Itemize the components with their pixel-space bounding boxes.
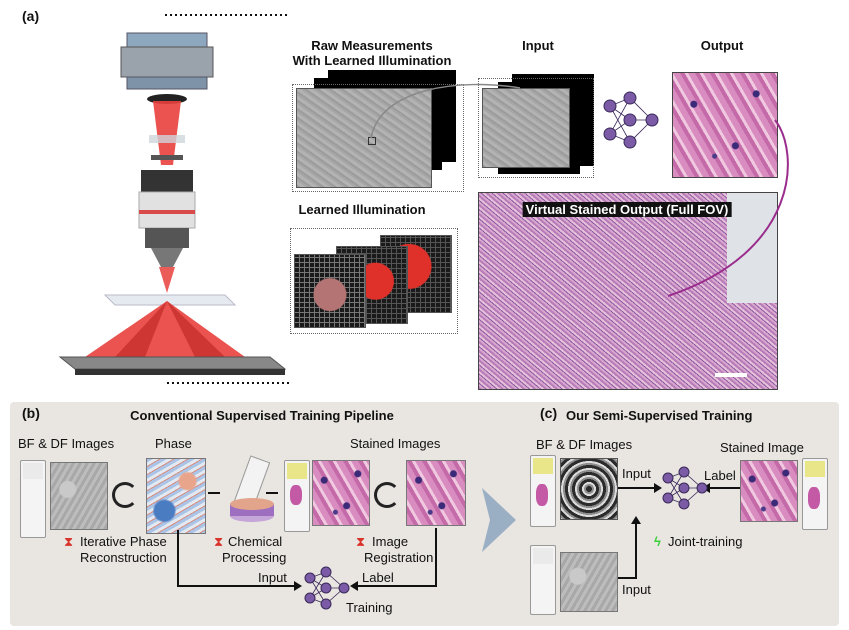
input-label-c2: Input xyxy=(622,582,651,597)
lightning-icon: ϟ xyxy=(654,534,661,549)
stained-images-label: Stained Images xyxy=(350,436,441,451)
bf-df-label-b: BF & DF Images xyxy=(18,436,115,451)
stained-image-c xyxy=(740,460,798,522)
panel-c-label: (c) xyxy=(540,405,558,421)
panel-a-label: (a) xyxy=(22,8,40,24)
iterative-label-line2: Reconstruction xyxy=(80,550,167,565)
dotted-connector-top xyxy=(165,14,290,16)
slide-stained-b xyxy=(284,460,310,532)
hourglass-icon-2: ⧗ xyxy=(214,534,224,549)
input-label-b: Input xyxy=(258,570,287,585)
full-fov-title: Virtual Stained Output (Full FOV) xyxy=(522,202,732,217)
neural-network-icon xyxy=(603,91,659,149)
microscope-illustration xyxy=(58,14,290,384)
phase-label: Phase xyxy=(155,436,192,451)
bf-image-b xyxy=(50,462,108,530)
hourglass-icon-3: ⧗ xyxy=(356,534,366,549)
input-title: Input xyxy=(522,38,554,53)
slide-bf-b xyxy=(20,460,46,538)
raw-title-line1: Raw Measurements xyxy=(311,38,433,53)
stained-image-b1 xyxy=(312,460,370,526)
arrow-chem-stained xyxy=(266,492,278,494)
illum-title: Learned Illumination xyxy=(298,202,426,217)
phase-image xyxy=(146,458,206,534)
bf-image-c2 xyxy=(560,552,618,612)
transition-arrow xyxy=(482,488,516,552)
label-label-c: Label xyxy=(704,468,736,483)
stained-image-b2 xyxy=(406,460,466,526)
gear-cycle-icon xyxy=(112,482,138,508)
chemical-label-line2: Processing xyxy=(222,550,287,565)
bf-df-image-c xyxy=(560,458,618,520)
hourglass-icon: ⧗ xyxy=(64,534,74,549)
output-image xyxy=(672,72,778,178)
slide-stained-c xyxy=(530,455,556,527)
scale-bar xyxy=(715,373,747,377)
joint-training-flow xyxy=(618,466,742,579)
registration-label-line1: Image xyxy=(372,534,409,549)
slide-stained-c2 xyxy=(802,458,828,530)
joint-training-label: Joint-training xyxy=(668,534,743,549)
zoom-connector xyxy=(370,83,521,139)
input-label-c1: Input xyxy=(622,466,651,481)
registration-label-line2: Registration xyxy=(364,550,434,565)
chemical-processing-illustration xyxy=(230,455,274,522)
bf-df-label-c: BF & DF Images xyxy=(536,437,633,452)
full-fov-image xyxy=(478,192,778,390)
training-flow-lines xyxy=(177,528,437,610)
arrow-phase-chem xyxy=(208,492,220,494)
stained-image-label-c: Stained Image xyxy=(720,440,804,455)
panel-c-title: Our Semi-Supervised Training xyxy=(566,408,753,423)
label-label-b: Label xyxy=(362,570,394,585)
panel-b-title: Conventional Supervised Training Pipelin… xyxy=(130,408,394,423)
raw-title-line2: With Learned Illumination xyxy=(292,53,452,68)
gear-cycle-icon-2 xyxy=(374,482,400,508)
iterative-label-line1: Iterative Phase xyxy=(80,534,167,549)
output-title: Output xyxy=(700,38,744,53)
panel-b-label: (b) xyxy=(22,405,40,421)
chemical-label-line1: Chemical xyxy=(228,534,283,549)
training-label: Training xyxy=(346,600,393,615)
output-connector xyxy=(667,119,789,297)
slide-bf-c xyxy=(530,545,556,615)
